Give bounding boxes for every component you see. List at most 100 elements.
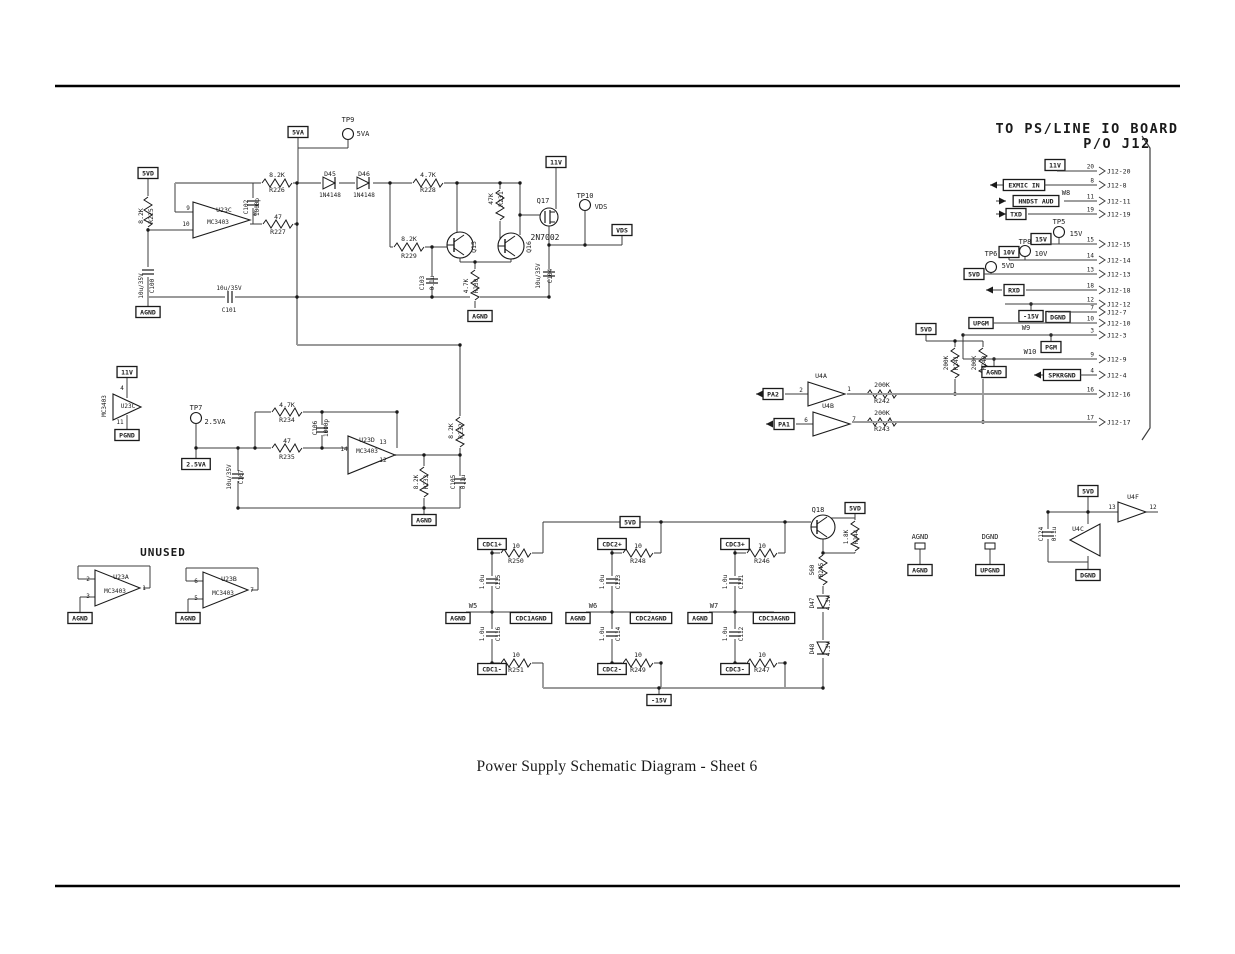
schematic-label: 1.0u [722,574,729,589]
net-label-5va [287,125,309,139]
pin-name-j12-14: J12-14 [1107,257,1131,265]
schematic-label: W6 [589,602,597,610]
pin-tick-icon [1098,180,1106,190]
net-label-5vd [619,515,641,529]
opamp-U4F [1117,501,1148,523]
net-label-text: PA2 [767,391,779,399]
resistor-R247 [746,657,778,668]
schematic-label: 200K [943,355,950,370]
j12-bracket [1141,135,1151,441]
pin-tick-icon [1098,209,1106,219]
symbol-mask [231,471,245,481]
pin-number: 4 [1090,368,1094,375]
schematic-label: U4B [822,402,834,410]
junction-dot [1086,510,1090,514]
schematic-label: R225 [147,208,155,224]
net-label-pgnd [114,428,140,442]
net-label-11v [116,365,138,379]
schematic-label: MC3403 [212,590,234,597]
schematic-label: C124 [1038,526,1045,541]
schematic-label: 200K [874,381,890,389]
junction-dot [253,446,257,450]
junction-dot [455,181,459,185]
schematic-label: R230 [473,278,480,293]
resistor-R250 [500,547,532,558]
pin-number: 9 [1090,352,1094,359]
pin-number: 11 [1087,194,1095,201]
opamp-U4B [812,411,852,437]
pin-tick-icon [1098,307,1106,317]
pin-number: 8 [1090,178,1094,185]
schematic-label: 8.2K [269,171,285,179]
schematic-label: 8.2K [401,235,417,243]
testpoint-TP7 [189,411,203,425]
ground-symbol-icon [984,542,996,550]
net-label-5vd [844,501,866,515]
net-label-vds [611,223,633,237]
schematic-label: C111 [738,574,745,589]
symbol-mask [605,629,619,639]
pin-name-j12-12: J12-12 [1107,301,1131,309]
pin-tick-icon [1098,239,1106,249]
schematic-label: 10 [758,651,766,659]
schematic-label: 2N7002 [531,233,560,242]
signal-arrow-icon [766,420,773,428]
pin-tick-icon [1098,389,1106,399]
junction-dot [610,551,614,555]
net-label-text: SPKRGND [1048,372,1075,380]
schematic-label: 11 [116,419,124,426]
schematic-label: VDS [595,203,608,211]
schematic-label: 10 [512,651,520,659]
schematic-label: Q17 [537,197,550,205]
schematic-label: 10 [758,542,766,550]
schematic-label: C114 [615,626,622,641]
schematic-label: 5VA [357,130,370,138]
junction-dot [395,410,399,414]
resistor-R244 [849,520,860,552]
junction-dot [458,343,462,347]
schematic-label: R240 [981,355,988,370]
net-label-agnd [981,365,1007,379]
resistor-R246 [746,547,778,558]
schematic-generated-layer: 5VDAGND5VA11VVDSAGND11VPGND2.5VAAGNDAGND… [67,116,1158,707]
opamp-U23A [94,569,142,607]
net-label-5vd [1077,484,1099,498]
schematic-label: U23C [121,403,136,410]
pin-name-j12-4: J12-4 [1107,372,1127,380]
junction-dot [490,610,494,614]
schematic-label: C113 [615,574,622,589]
schematic-label: 5VD [1002,262,1015,270]
pin-tick-icon [1098,318,1106,328]
schematic-label: 200K [971,355,978,370]
junction-dot [498,181,502,185]
transistor-Q15-emitter [453,247,465,256]
net-label-text: 5VA [292,129,304,137]
schematic-label: U4C [1072,525,1084,533]
net-label-text: UPGND [980,567,1000,575]
schematic-label: 1.8K [843,529,850,544]
symbol-mask [605,576,619,586]
resistor-R229 [393,241,425,252]
schematic-label: 4.7K [420,171,436,179]
net-label-agnd [135,305,161,319]
opamp-U4C [1068,523,1101,557]
schematic-label: C100 [149,278,156,293]
schematic-label: R247 [754,666,770,674]
net-label-25va [181,457,211,471]
junction-dot [422,453,426,457]
junction-dot [733,551,737,555]
net-label-text: EXMIC IN [1008,182,1039,190]
symbol-mask [728,576,742,586]
schematic-label: TP7 [190,404,203,412]
resistor-R231 [494,189,505,221]
signal-arrow-icon [756,390,763,398]
schematic-label: 4 [120,385,124,392]
junction-dot [490,551,494,555]
net-label-text: AGND [570,615,586,623]
net-label-text: CDC1+ [482,541,502,549]
schematic-label: 8.2K [413,474,420,489]
symbol-mask [1041,529,1055,539]
net-label-cdc1- [477,662,507,676]
net-label-5vd [137,166,159,180]
ground-symbol-icon [914,542,926,550]
